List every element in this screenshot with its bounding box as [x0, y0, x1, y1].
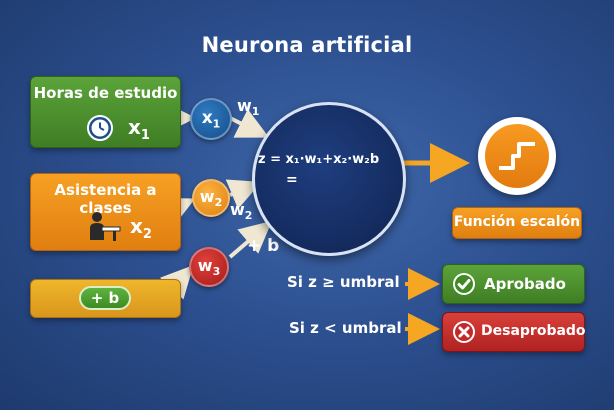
- weight-circle-w3: w3: [189, 247, 229, 287]
- input-label: Horas de estudio: [33, 84, 178, 102]
- input-box-bias: + b: [30, 279, 181, 318]
- weight-circle-w1: x1: [190, 98, 232, 140]
- close-icon: [452, 320, 476, 344]
- input-variable: x1: [128, 115, 150, 143]
- check-icon: [452, 272, 476, 296]
- activation-node: [478, 117, 556, 195]
- arrow-w2-neuron: [225, 179, 262, 209]
- weight-circle-w2: w2: [192, 179, 230, 217]
- edge-label-w1: w1: [237, 96, 260, 119]
- result-approved: Aprobado: [442, 264, 585, 304]
- result-label: Aprobado: [484, 275, 566, 293]
- activation-label-box: Función escalón: [452, 207, 582, 239]
- arrow-w1-neuron: [229, 108, 270, 138]
- input-box-class-attendance: Asistencia a clases x2: [30, 173, 181, 251]
- input-label: Asistencia a clases: [54, 181, 157, 217]
- neuron-node: [252, 102, 406, 256]
- input-box-study-hours: Horas de estudio x1: [30, 76, 181, 148]
- input-variable: x2: [130, 214, 152, 242]
- result-failed: Desaprobado: [442, 312, 586, 352]
- step-function-icon: [485, 124, 549, 188]
- activation-label: Función escalón: [453, 214, 581, 230]
- page-title: Neurona artificial: [201, 33, 413, 57]
- clock-icon: [87, 115, 113, 141]
- condition-failed: Si z < umbral: [289, 319, 402, 337]
- edge-label-bias: + b: [247, 236, 280, 256]
- edge-label-w2: w2: [230, 200, 253, 223]
- bias-pill: + b: [79, 286, 131, 310]
- neuron-formula-equals: =: [286, 172, 298, 188]
- result-label: Desaprobado: [481, 323, 586, 339]
- arrow-w3-neuron: [228, 220, 273, 259]
- neuron-formula: z = x₁·w₁+x₂·w₂b: [258, 152, 380, 167]
- student-desk-icon: [87, 210, 123, 242]
- condition-approved: Si z ≥ umbral: [287, 273, 400, 291]
